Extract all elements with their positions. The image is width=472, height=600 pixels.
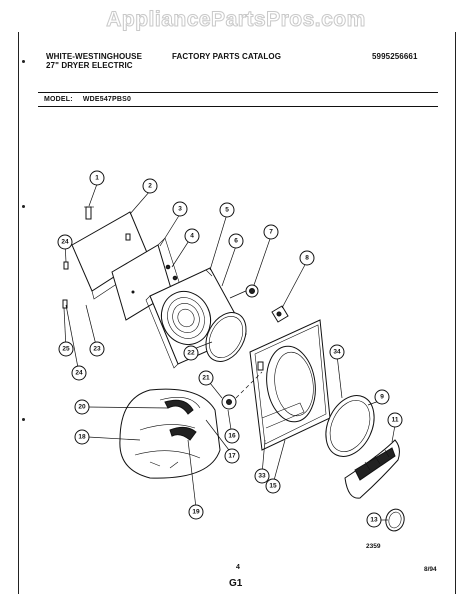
callout-8: 8 <box>299 250 315 266</box>
svg-text:3: 3 <box>178 206 182 213</box>
svg-text:18: 18 <box>78 434 86 441</box>
callout-4: 4 <box>184 228 200 244</box>
part-screws-drawing <box>165 264 178 281</box>
part-lint-duct-drawing <box>344 439 400 499</box>
page-number: 4 <box>236 564 240 571</box>
svg-text:20: 20 <box>78 404 86 411</box>
header-brand: WHITE-WESTINGHOUSE <box>46 52 143 61</box>
svg-text:22: 22 <box>187 350 195 357</box>
binding-hole <box>22 418 25 421</box>
callout-11: 11 <box>387 412 403 428</box>
callout-2: 2 <box>142 178 158 194</box>
svg-text:24: 24 <box>75 370 83 377</box>
svg-text:6: 6 <box>234 238 238 245</box>
header-catalog-title: FACTORY PARTS CATALOG <box>172 52 282 61</box>
part-front-bulkhead-drawing <box>249 319 331 451</box>
svg-text:21: 21 <box>202 375 210 382</box>
header-catalog-code: 5995256661 <box>372 52 418 61</box>
callout-3: 3 <box>172 201 188 217</box>
watermark-text: AppliancePartsPros.com <box>106 8 366 32</box>
model-rule <box>38 106 438 107</box>
svg-text:17: 17 <box>228 453 236 460</box>
callout-6: 6 <box>228 233 244 249</box>
svg-text:8: 8 <box>305 255 309 262</box>
callout-24-lower: 24 <box>71 365 87 381</box>
part-detail-inset-drawing <box>119 388 221 479</box>
svg-text:24: 24 <box>61 239 69 246</box>
revision-date: 8/94 <box>424 566 437 573</box>
svg-text:16: 16 <box>228 433 236 440</box>
svg-text:15: 15 <box>269 483 277 490</box>
svg-text:34: 34 <box>333 349 341 356</box>
part-drum-seal-drawing <box>325 395 375 457</box>
callout-13: 13 <box>366 512 382 528</box>
part-door-latch-drawing <box>229 284 259 299</box>
svg-text:9: 9 <box>380 394 384 401</box>
callout-22: 22 <box>183 345 199 361</box>
svg-text:4: 4 <box>190 233 194 240</box>
svg-text:23: 23 <box>93 346 101 353</box>
drawing-number: 2359 <box>366 543 381 550</box>
svg-text:2: 2 <box>148 183 152 190</box>
callout-20: 20 <box>74 399 90 415</box>
part-duct-seal-drawing <box>385 508 405 532</box>
binding-hole <box>22 205 25 208</box>
svg-text:1: 1 <box>95 175 99 182</box>
callout-9: 9 <box>374 389 390 405</box>
part-clip-drawing <box>84 206 94 220</box>
header-rule <box>38 92 438 93</box>
callout-34: 34 <box>329 344 345 360</box>
callout-24-upper: 24 <box>57 234 73 250</box>
model-number: WDE547PBS0 <box>82 96 132 103</box>
part-strike-drawing <box>271 305 289 323</box>
callout-21: 21 <box>198 370 214 386</box>
svg-text:5: 5 <box>225 207 229 214</box>
callout-17: 17 <box>224 448 240 464</box>
header-product: 27" DRYER ELECTRIC <box>46 61 133 70</box>
callout-33: 33 <box>254 468 270 484</box>
part-side-screws-drawing <box>62 261 69 309</box>
catalog-page <box>18 32 456 594</box>
callout-25: 25 <box>58 341 74 357</box>
svg-text:13: 13 <box>370 517 378 524</box>
svg-text:19: 19 <box>192 509 200 516</box>
section-label: G1 <box>229 578 243 589</box>
part-door-gasket-drawing <box>205 312 247 362</box>
callout-16: 16 <box>224 428 240 444</box>
binding-hole <box>22 60 25 63</box>
callout-1: 1 <box>89 170 105 186</box>
svg-text:11: 11 <box>392 417 399 424</box>
callout-19: 19 <box>188 504 204 520</box>
model-label: MODEL: <box>44 96 73 103</box>
callout-15: 15 <box>265 478 281 494</box>
callout-18: 18 <box>74 429 90 445</box>
svg-text:25: 25 <box>62 346 70 353</box>
svg-text:7: 7 <box>269 229 273 236</box>
part-sensor-drawing <box>221 371 263 410</box>
callout-5: 5 <box>219 202 235 218</box>
svg-text:33: 33 <box>258 473 266 480</box>
callout-23: 23 <box>89 341 105 357</box>
callout-7: 7 <box>263 224 279 240</box>
model-line: MODEL: WDE547PBS0 <box>44 96 131 103</box>
